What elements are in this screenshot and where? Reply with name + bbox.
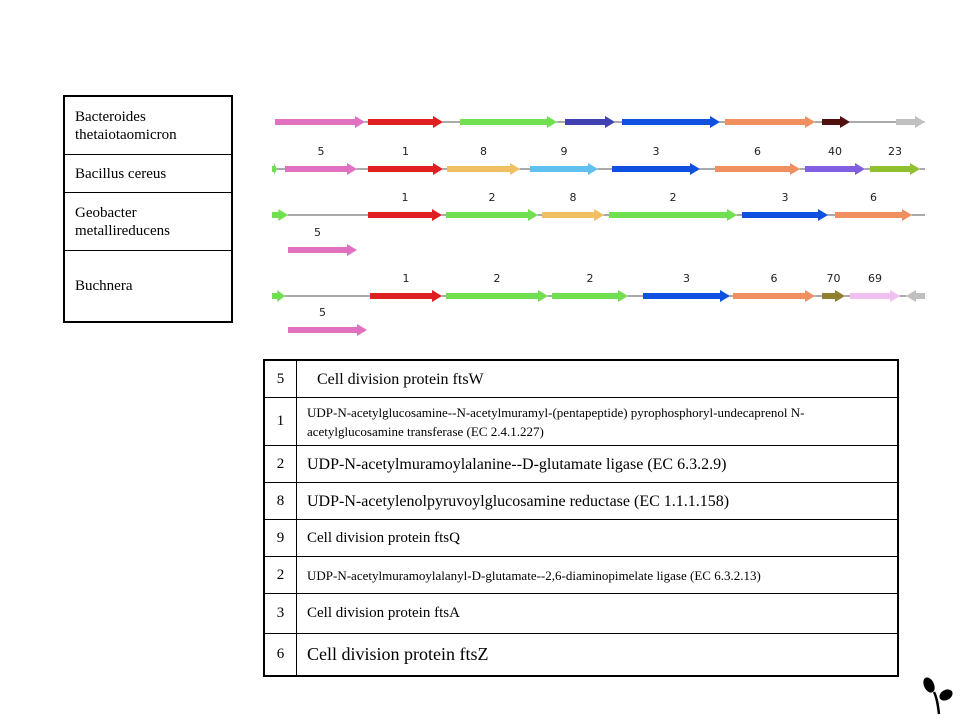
gene-arrow	[733, 290, 815, 302]
gene-label: 1	[403, 272, 410, 285]
gene-label: 23	[888, 145, 902, 158]
gene-legend-table: 5 Cell division protein ftsW 1 UDP-N-ace…	[263, 359, 899, 677]
gene-arrow	[542, 209, 604, 221]
organism-table: Bacteroides thetaiotaomicron Bacillus ce…	[63, 95, 233, 323]
gene-label: 2	[587, 272, 594, 285]
gene-arrow	[609, 209, 737, 221]
legend-row: 6 Cell division protein ftsZ	[265, 634, 897, 675]
legend-row: 2 UDP-N-acetylmuramoylalanyl-D-glutamate…	[265, 557, 897, 594]
gene-label: 9	[561, 145, 568, 158]
gene-label: 3	[653, 145, 660, 158]
legend-row: 5 Cell division protein ftsW	[265, 361, 897, 398]
organism-row: Bacillus cereus	[65, 155, 231, 193]
gene-arrow	[715, 163, 800, 175]
legend-number: 2	[265, 446, 297, 482]
gene-arrow	[368, 163, 443, 175]
gene-arrow	[272, 209, 288, 221]
gene-label: 6	[870, 191, 877, 204]
gene-arrow	[446, 209, 538, 221]
legend-number: 9	[265, 520, 297, 556]
legend-description: UDP-N-acetylmuramoylalanyl-D-glutamate--…	[307, 567, 761, 583]
gene-label: 1	[402, 145, 409, 158]
gene-arrow	[822, 116, 850, 128]
legend-row: 9 Cell division protein ftsQ	[265, 520, 897, 557]
legend-description: UDP-N-acetylglucosamine--N-acetylmuramyl…	[307, 404, 805, 439]
gene-arrow	[370, 290, 442, 302]
gene-arrows	[272, 116, 925, 336]
legend-number: 3	[265, 594, 297, 633]
legend-description: UDP-N-acetylmuramoylalanine--D-glutamate…	[307, 455, 727, 473]
organism-name: Bacillus cereus	[75, 165, 167, 182]
legend-row: 3 Cell division protein ftsA	[265, 594, 897, 634]
gene-arrow	[612, 163, 700, 175]
legend-number: 6	[265, 634, 297, 675]
organism-row: Buchnera	[65, 251, 231, 321]
gene-label: 3	[683, 272, 690, 285]
gene-arrow	[805, 163, 865, 175]
gene-label: 6	[771, 272, 778, 285]
organism-row: Bacteroides thetaiotaomicron	[65, 97, 231, 155]
organism-row: Geobacter metallireducens	[65, 193, 231, 251]
gene-arrow	[288, 324, 367, 336]
gene-label: 40	[828, 145, 842, 158]
gene-arrow	[552, 290, 628, 302]
gene-arrow	[275, 116, 365, 128]
legend-row: 1 UDP-N-acetylglucosamine--N-acetylmuram…	[265, 398, 897, 446]
organism-name: Buchnera	[75, 278, 133, 294]
legend-number: 5	[265, 361, 297, 397]
gene-arrow	[288, 244, 357, 256]
gene-arrow	[822, 290, 845, 302]
gene-label: 2	[494, 272, 501, 285]
legend-description: Cell division protein ftsW	[317, 370, 484, 388]
gene-label: 3	[782, 191, 789, 204]
gene-label: 6	[754, 145, 761, 158]
gene-label: 8	[480, 145, 487, 158]
legend-number: 1	[265, 398, 297, 445]
gene-arrow	[906, 290, 925, 302]
gene-label: 2	[670, 191, 677, 204]
gene-arrow	[368, 209, 442, 221]
gene-label: 69	[868, 272, 882, 285]
gene-arrow	[285, 163, 357, 175]
organism-name: Bacteroides thetaiotaomicron	[75, 108, 177, 143]
gene-arrow	[725, 116, 815, 128]
gene-arrow	[368, 116, 443, 128]
gene-arrow	[272, 290, 285, 302]
gene-label: 8	[570, 191, 577, 204]
legend-description: Cell division protein ftsQ	[307, 529, 460, 546]
gene-arrow	[742, 209, 828, 221]
legend-number: 8	[265, 483, 297, 519]
gene-arrow	[272, 163, 277, 175]
gene-arrow	[870, 163, 920, 175]
gene-arrow	[460, 116, 557, 128]
legend-number: 2	[265, 557, 297, 593]
legend-description: Cell division protein ftsA	[307, 605, 460, 621]
gene-arrow	[622, 116, 720, 128]
legend-row: 2 UDP-N-acetylmuramoylalanine--D-glutama…	[265, 446, 897, 483]
gene-label: 5	[319, 306, 326, 319]
gene-label: 1	[402, 191, 409, 204]
legend-description: Cell division protein ftsZ	[307, 644, 489, 664]
gene-arrow	[565, 116, 615, 128]
gene-label: 5	[314, 226, 321, 239]
gene-label: 70	[827, 272, 841, 285]
gene-arrow	[447, 163, 520, 175]
sprout-icon	[923, 677, 953, 715]
gene-arrow	[850, 290, 900, 302]
gene-arrow	[835, 209, 912, 221]
gene-arrow	[530, 163, 598, 175]
gene-arrow	[446, 290, 548, 302]
gene-label: 2	[489, 191, 496, 204]
legend-row: 8 UDP-N-acetylenolpyruvoylglucosamine re…	[265, 483, 897, 520]
gene-arrow	[896, 116, 925, 128]
organism-name: Geobacter metallireducens	[75, 204, 170, 239]
legend-description: UDP-N-acetylenolpyruvoylglucosamine redu…	[307, 492, 730, 510]
gene-label: 5	[318, 145, 325, 158]
gene-arrow	[643, 290, 730, 302]
